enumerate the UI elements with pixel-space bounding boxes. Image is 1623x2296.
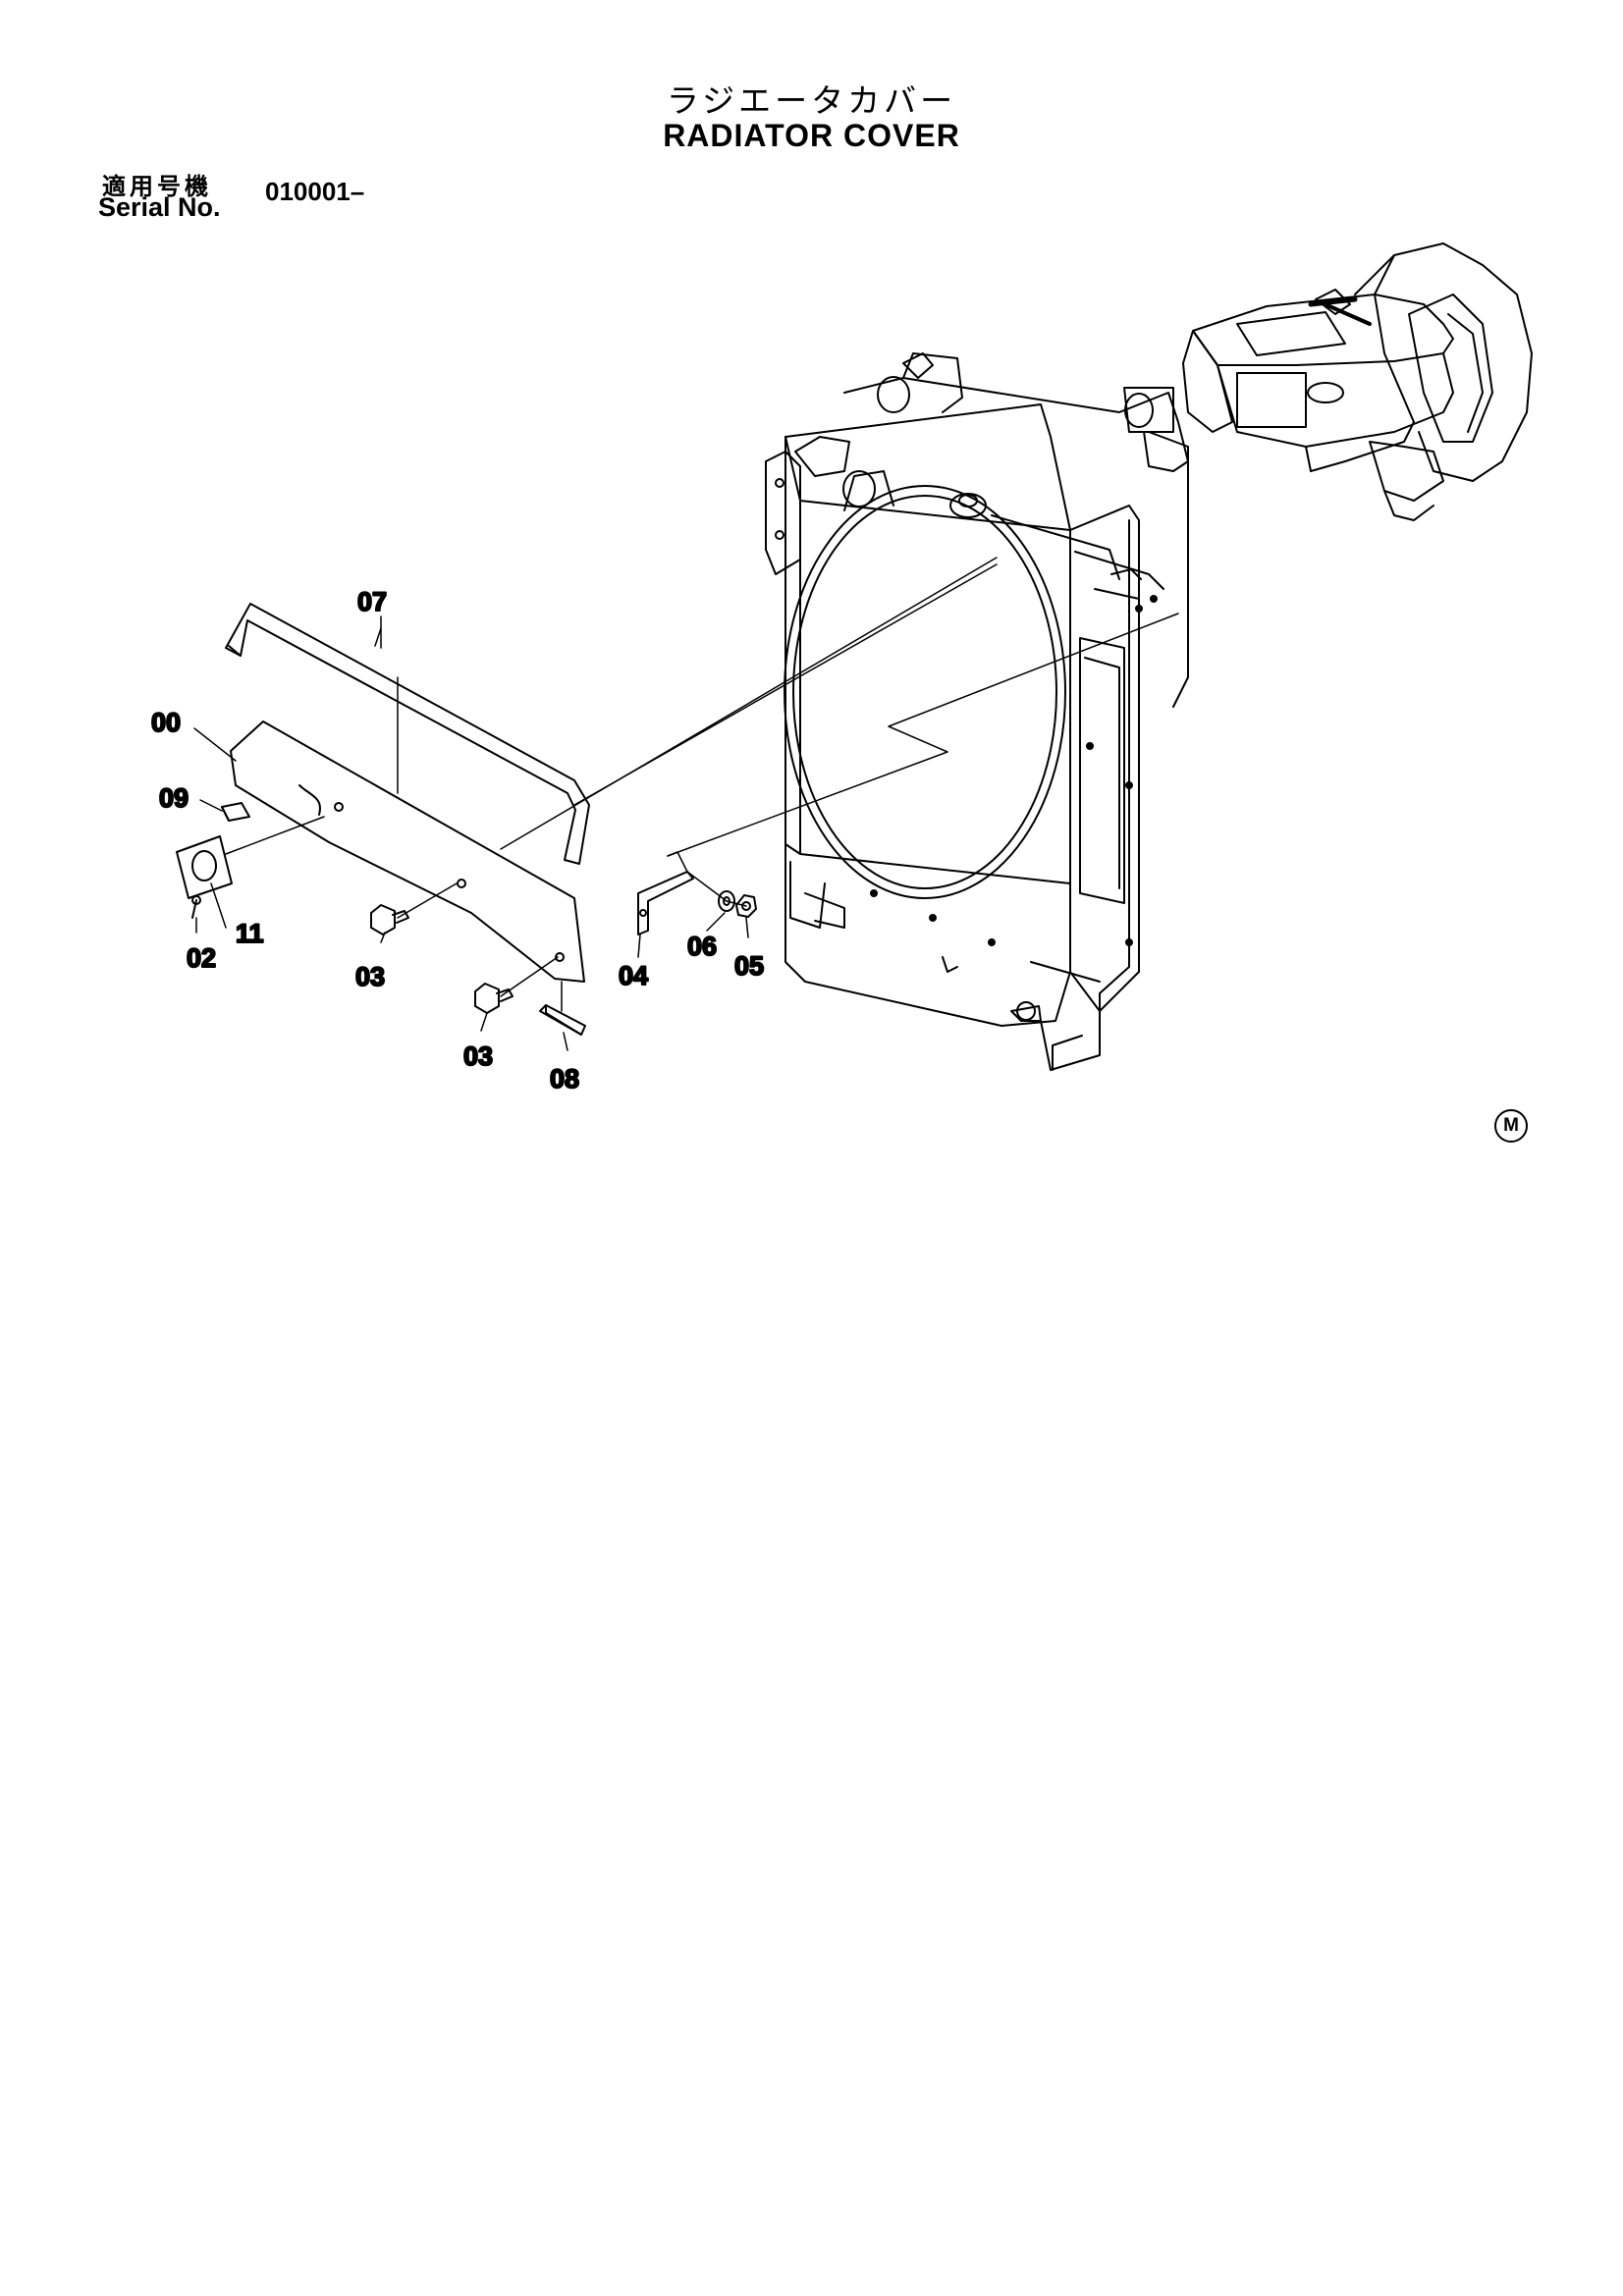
part-label-04: 04 [619,961,648,990]
assembly-lines [225,557,1179,1012]
label-leaders [193,615,749,1051]
part-09-grommet [221,802,250,822]
maintenance-mark: M [1494,1109,1528,1143]
serial-number: 010001– [265,177,365,206]
part-label-03-upper: 03 [355,962,385,991]
part-label-05: 05 [734,951,764,981]
part-label-06: 06 [687,932,717,961]
part-02-screw [191,895,201,919]
part-11-plate [176,835,233,899]
part-07-seal [225,603,590,865]
part-05-nut [735,894,757,918]
page-title-jp: ラジエータカバー [666,81,957,120]
part-00-cover-plate [230,721,585,983]
serial-label-jp: 適用号機 [102,173,212,200]
part-label-08: 08 [550,1064,579,1094]
part-03-bolt-lower [474,983,514,1014]
part-label-00: 00 [151,708,181,737]
part-label-03-lower: 03 [463,1041,493,1071]
part-label-11: 11 [236,919,264,948]
radiator-assembly [765,352,1189,1071]
part-04-bracket [637,871,694,935]
part-08-strip [539,1004,586,1036]
excavator-location-thumbnail [1182,242,1533,521]
part-label-09: 09 [159,783,189,813]
part-label-07: 07 [357,587,387,616]
part-03-bolt-upper [370,904,409,935]
part-label-02: 02 [187,943,216,973]
serial-label: Serial No. [98,192,221,222]
page-title: RADIATOR COVER [663,118,960,153]
